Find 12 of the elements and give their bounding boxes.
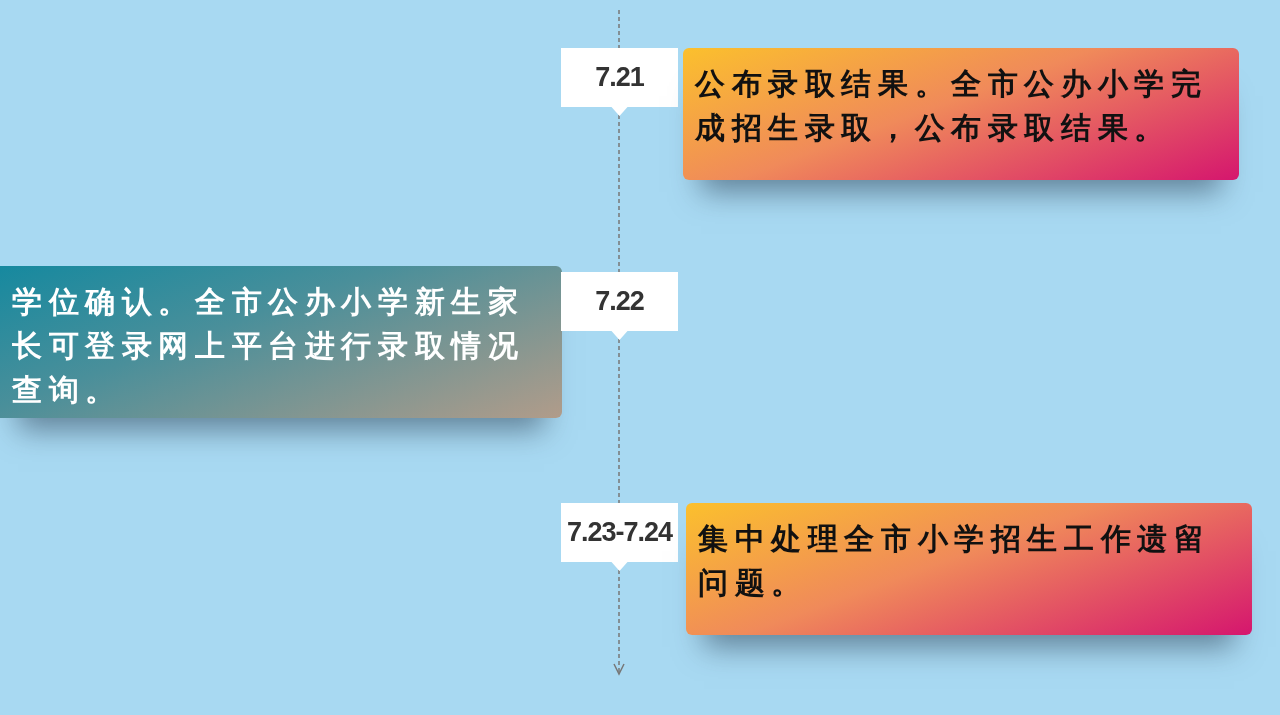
event-card (0, 266, 562, 418)
date-label: 7.22 (595, 286, 644, 317)
event-card (683, 48, 1239, 180)
date-tag (561, 503, 678, 571)
date-label: 7.21 (595, 62, 644, 93)
date-label: 7.23-7.24 (566, 517, 673, 548)
date-tag (561, 48, 678, 116)
event-description: 集中处理全市小学招生工作遗留问题。 (698, 520, 1212, 602)
date-tag (561, 272, 678, 340)
event-description: 学位确认。全市公办小学新生家长可登录网上平台进行录取情况查询。 (12, 283, 526, 409)
event-card (686, 503, 1252, 635)
event-description: 公布录取结果。全市公办小学完成招生录取，公布录取结果。 (695, 65, 1209, 147)
